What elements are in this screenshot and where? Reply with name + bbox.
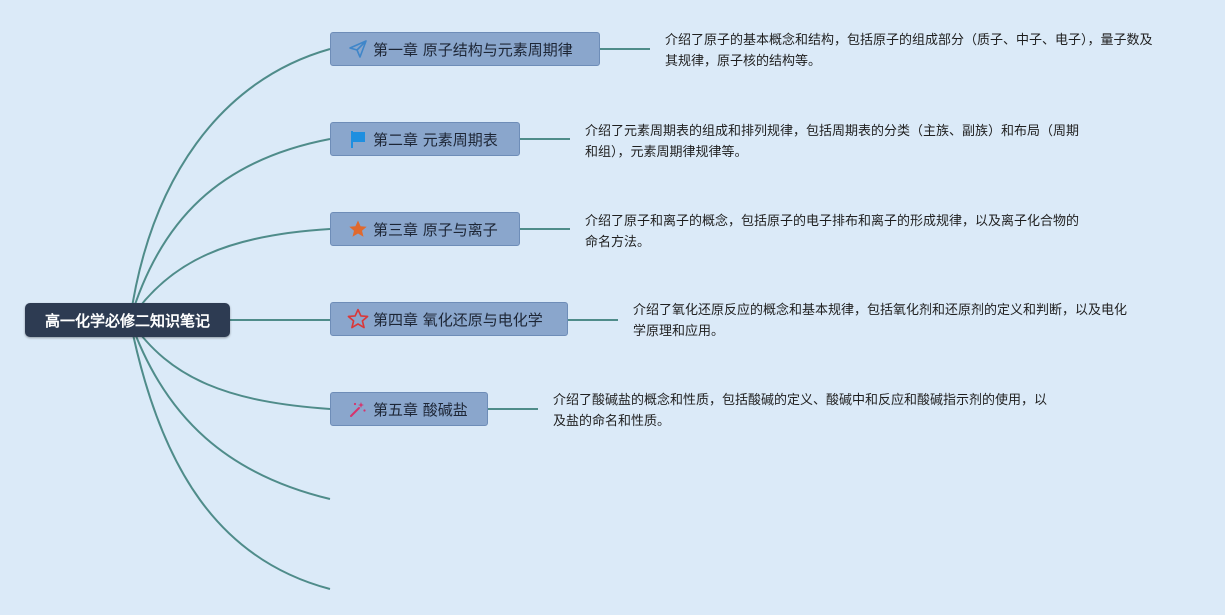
topic-label: 第一章 原子结构与元素周期律 xyxy=(373,40,573,59)
branch-line-chapter-5 xyxy=(129,319,331,410)
topic-label: 第五章 酸碱盐 xyxy=(373,400,468,419)
branch-line-empty-1 xyxy=(129,319,331,500)
branch-line-chapter-1 xyxy=(129,48,331,321)
topic-chapter-1[interactable]: 第一章 原子结构与元素周期律 xyxy=(330,32,600,66)
magic-wand-icon xyxy=(347,398,369,420)
topic-label: 第三章 原子与离子 xyxy=(373,220,498,239)
topic-note-chapter-5: 介绍了酸碱盐的概念和性质，包括酸碱的定义、酸碱中和反应和酸碱指示剂的使用，以及盐… xyxy=(553,393,1048,429)
flag-icon xyxy=(347,128,369,150)
topic-chapter-5[interactable]: 第五章 酸碱盐 xyxy=(330,392,488,426)
topic-label: 第二章 元素周期表 xyxy=(373,130,498,149)
paper-plane-icon xyxy=(347,38,369,60)
root-topic[interactable]: 高一化学必修二知识笔记 xyxy=(25,303,230,337)
topic-note-chapter-1: 介绍了原子的基本概念和结构，包括原子的组成部分（质子、中子、电子），量子数及其规… xyxy=(665,33,1153,69)
topic-label: 第四章 氧化还原与电化学 xyxy=(373,310,543,329)
topic-note-chapter-3: 介绍了原子和离子的概念，包括原子的电子排布和离子的形成规律，以及离子化合物的命名… xyxy=(585,214,1080,250)
topic-chapter-3[interactable]: 第三章 原子与离子 xyxy=(330,212,520,246)
topic-note-chapter-4: 介绍了氧化还原反应的概念和基本规律，包括氧化剂和还原剂的定义和判断，以及电化学原… xyxy=(633,303,1128,339)
topic-chapter-4[interactable]: 第四章 氧化还原与电化学 xyxy=(330,302,568,336)
topic-chapter-2[interactable]: 第二章 元素周期表 xyxy=(330,122,520,156)
star-filled-icon xyxy=(347,218,369,240)
branch-line-empty-2 xyxy=(129,319,331,590)
branch-line-chapter-3 xyxy=(129,228,331,321)
star-outline-icon xyxy=(347,308,369,330)
branch-line-chapter-2 xyxy=(129,138,331,321)
topic-note-chapter-2: 介绍了元素周期表的组成和排列规律，包括周期表的分类（主族、副族）和布局（周期和组… xyxy=(585,124,1080,160)
